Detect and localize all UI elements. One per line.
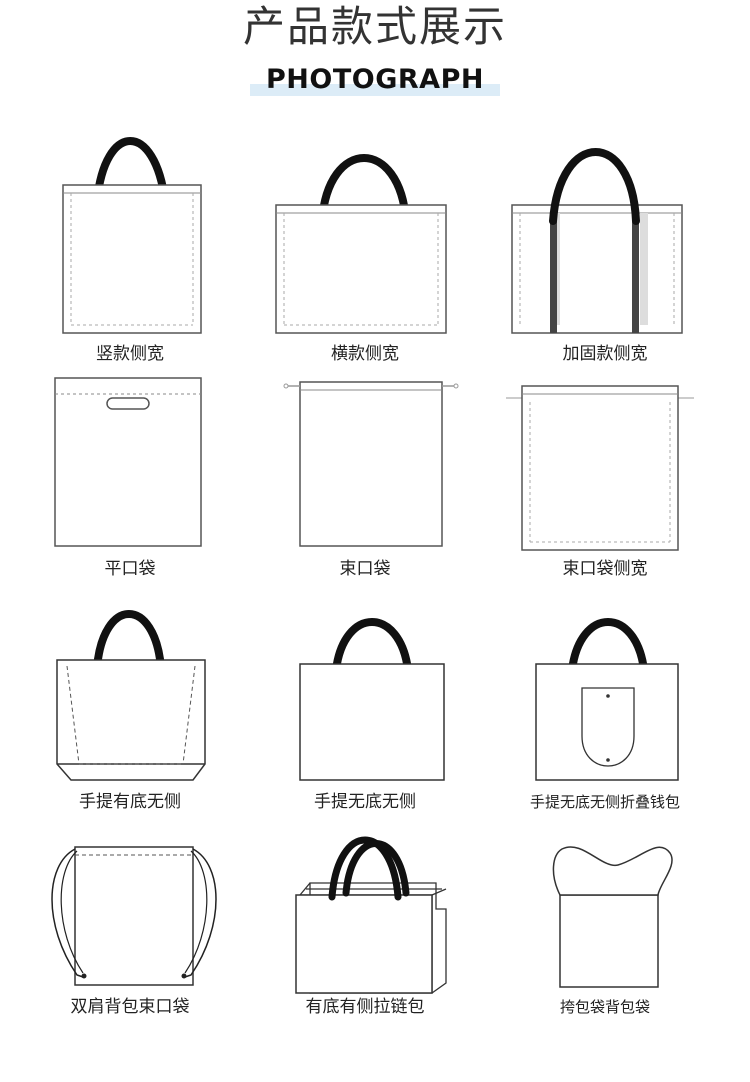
- drawstring-bag-icon: [283, 381, 459, 547]
- style-label: 加固款侧宽: [562, 344, 648, 364]
- drawstring-gusset-bag-icon: [506, 385, 694, 551]
- page-title: 产品款式展示: [242, 2, 507, 51]
- vertical-gusset-bag-icon: [62, 137, 202, 334]
- subtitle-block: PHOTOGRAPH: [250, 62, 500, 98]
- style-card-drawstring-gusset: 束口袋侧宽: [490, 372, 720, 612]
- style-card-horizontal-gusset: 横款侧宽: [250, 125, 480, 365]
- style-card-drawstring: 束口袋: [250, 372, 480, 612]
- style-label: 横款侧宽: [331, 344, 399, 364]
- style-card-backpack-drawstring: 双肩背包束口袋: [15, 835, 245, 1075]
- handle-flat-bag-icon: [299, 618, 445, 781]
- style-card-handle-bottom: 手提有底无侧: [15, 600, 245, 840]
- handle-bottom-no-side-bag-icon: [56, 610, 206, 781]
- horizontal-gusset-bag-icon: [275, 154, 447, 334]
- backpack-drawstring-bag-icon: [51, 846, 217, 986]
- subtitle-highlight-bar: [250, 84, 500, 96]
- style-card-foldable-pouch: 手提无底无侧折叠钱包: [490, 600, 720, 840]
- foldable-pouch-bag-icon: [535, 618, 679, 781]
- style-label: 手提无底无侧折叠钱包: [529, 793, 680, 811]
- style-card-vertical-gusset: 竖款侧宽: [15, 125, 245, 365]
- style-card-zipper-gusset: 有底有侧拉链包: [250, 835, 480, 1075]
- style-card-die-cut-flat: 平口袋: [15, 372, 245, 612]
- style-label: 手提有底无侧: [79, 792, 181, 812]
- vest-carrier-bag-icon: [552, 846, 673, 988]
- style-card-handle-flat: 手提无底无侧: [250, 600, 480, 840]
- style-label: 平口袋: [104, 559, 156, 579]
- style-label: 挎包袋背包袋: [559, 998, 650, 1016]
- style-label: 双肩背包束口袋: [70, 997, 190, 1017]
- subtitle: PHOTOGRAPH: [266, 64, 484, 95]
- zipper-gusset-bag-icon: [295, 836, 447, 994]
- style-label: 束口袋: [339, 559, 391, 579]
- style-label: 有底有侧拉链包: [305, 997, 425, 1017]
- style-label: 竖款侧宽: [96, 344, 164, 364]
- reinforced-gusset-bag-icon: [511, 148, 683, 334]
- style-label: 束口袋侧宽: [562, 559, 648, 579]
- die-cut-flat-bag-icon: [54, 377, 202, 547]
- style-card-reinforced-gusset: 加固款侧宽: [490, 125, 720, 365]
- style-label: 手提无底无侧: [314, 792, 416, 812]
- style-card-vest-carrier: 挎包袋背包袋: [490, 835, 720, 1075]
